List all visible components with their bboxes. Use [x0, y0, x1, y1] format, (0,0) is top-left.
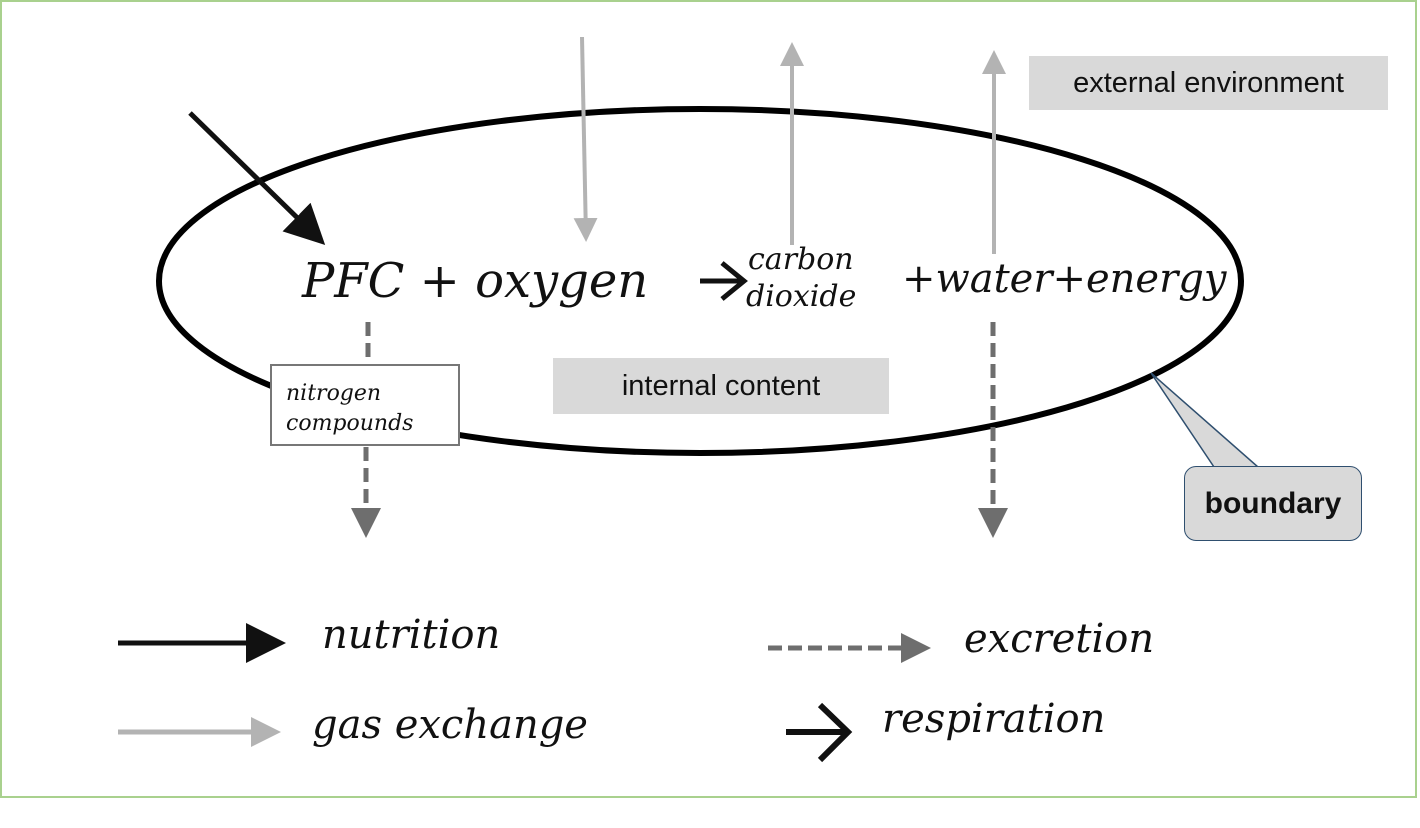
legend-respiration-icon	[786, 702, 853, 763]
legend-gas-exchange-label: gas exchange	[312, 702, 588, 748]
external-environment-label: external environment	[1029, 56, 1388, 110]
legend-excretion-label: excretion	[964, 616, 1154, 662]
nitrogen-label-line2: compounds	[286, 411, 413, 436]
equation-products-rest: +water+energy	[902, 256, 1228, 302]
equation-product-carbon: carbon	[748, 242, 854, 277]
boundary-ellipse	[156, 106, 1244, 456]
nitrogen-label-line1: nitrogen	[286, 381, 381, 406]
nutrition-arrow	[188, 111, 326, 245]
nitrogen-compounds-box: nitrogen compounds	[270, 364, 460, 446]
equation-reactants: PFC + oxygen	[301, 253, 648, 309]
diagram-frame	[0, 0, 1417, 798]
boundary-callout: boundary	[1184, 466, 1362, 541]
oxygen-in-arrow	[573, 36, 598, 242]
respiration-arrow-icon	[700, 261, 748, 301]
equation-product-dioxide: dioxide	[746, 279, 856, 314]
internal-content-label: internal content	[553, 358, 889, 414]
boundary-callout-pointer	[1150, 372, 1260, 468]
legend-nutrition-label: nutrition	[322, 612, 500, 658]
boundary-label: boundary	[1204, 486, 1342, 520]
legend-respiration-label: respiration	[882, 696, 1105, 742]
